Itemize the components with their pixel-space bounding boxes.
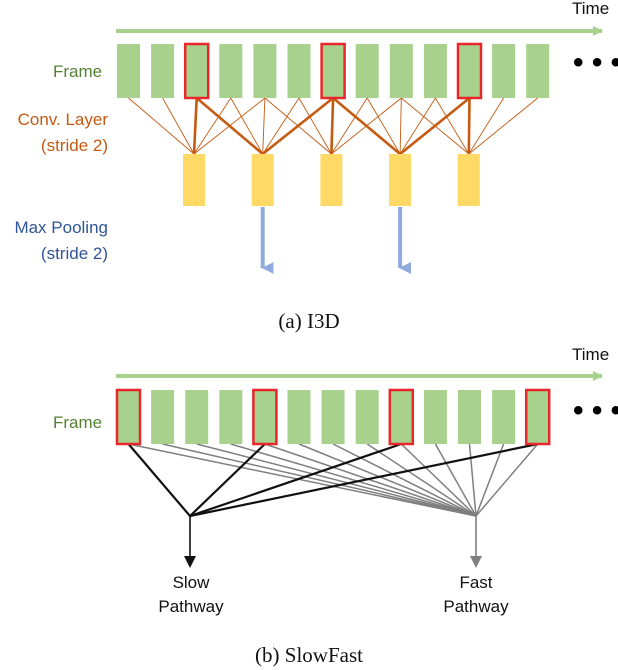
highlighted-frame (252, 388, 278, 446)
fast-pathway-arrowhead (470, 556, 482, 568)
frame (151, 44, 175, 98)
frame (287, 44, 311, 98)
fast-pathway-line (475, 443, 505, 517)
fast-pathway-line (162, 443, 477, 517)
fast-pathway-line (298, 443, 477, 517)
frame (117, 44, 140, 98)
conv-connection-line (162, 97, 195, 155)
fast-pathway-label-2: Pathway (443, 597, 509, 616)
fast-pathway-label: Fast (459, 573, 492, 592)
conv-connection-line (128, 97, 195, 155)
conv-connection-line (399, 97, 436, 155)
frame-row (115, 388, 551, 446)
conv-connection-line (401, 97, 470, 155)
frame (219, 390, 243, 444)
frame-row (117, 42, 550, 100)
highlighted-frame (115, 388, 142, 446)
fast-pathway-line (196, 443, 477, 517)
slow-pathway-line (127, 443, 191, 517)
pooling-arrows (260, 207, 412, 274)
ellipsis: • • • (573, 46, 618, 79)
time-label: Time (572, 0, 609, 18)
highlighted-frame (388, 388, 415, 446)
conv-output-unit (389, 154, 412, 206)
conv-connection-line (193, 97, 232, 155)
frame (355, 390, 379, 444)
caption-slowfast: (b) SlowFast (255, 643, 363, 667)
frame (389, 44, 413, 98)
frame (185, 390, 209, 444)
conv-output-unit (251, 154, 274, 206)
conv-connection-line (331, 97, 368, 155)
frame (321, 390, 345, 444)
conv-connections (128, 96, 538, 156)
frame (151, 390, 175, 444)
conv-output-unit (183, 154, 205, 206)
conv-connection-line (330, 97, 335, 155)
conv-layer-label: Conv. Layer (18, 110, 109, 129)
frame (458, 390, 481, 444)
frame (492, 390, 516, 444)
frame (526, 44, 550, 98)
frame (219, 44, 243, 98)
fast-pathway-line (332, 443, 477, 517)
frame (355, 44, 379, 98)
fast-pathway-line (475, 443, 539, 517)
frame (287, 390, 311, 444)
slow-pathway-arrowhead (184, 556, 196, 568)
conv-stride-label: (stride 2) (41, 136, 108, 155)
conv-connection-line (399, 97, 402, 155)
fast-pathway-line (128, 443, 477, 517)
max-pooling-label: Max Pooling (14, 218, 108, 237)
conv-connection-line (192, 97, 198, 155)
pool-stride-label: (stride 2) (41, 244, 108, 263)
fast-pathway-line (230, 443, 477, 517)
fast-pathway-line (400, 443, 477, 517)
fast-pathway-line (264, 443, 477, 517)
ellipsis: • • • (573, 394, 618, 427)
frame (423, 390, 447, 444)
highlighted-frame (456, 42, 483, 100)
fast-pathway-line (434, 443, 477, 517)
conv-connection-line (332, 97, 401, 155)
conv-connection-line (262, 97, 266, 155)
conv-connection-line (468, 97, 504, 155)
conv-connection-line (230, 97, 264, 155)
frame-label: Frame (53, 413, 102, 432)
fast-pathway-line (468, 443, 477, 517)
fast-pathway-line (366, 443, 477, 517)
slow-pathway-label-2: Pathway (158, 597, 224, 616)
conv-connection-line (262, 97, 300, 155)
highlighted-frame (524, 388, 551, 446)
conv-connection-line (366, 97, 401, 155)
conv-connection-line (468, 97, 538, 155)
conv-connection-line (264, 97, 332, 155)
slow-pathway-line (189, 442, 538, 518)
frame (423, 44, 447, 98)
conv-connection-line (435, 97, 470, 155)
conv-output-unit (320, 154, 343, 206)
conv-connection-line (195, 97, 264, 155)
conv-connection-line (298, 97, 332, 155)
time-label: Time (572, 345, 609, 364)
highlighted-frame (320, 42, 346, 100)
slow-pathway-line (189, 443, 266, 517)
frame (492, 44, 516, 98)
caption-i3d: (a) I3D (278, 309, 339, 333)
slow-pathway-line (189, 442, 402, 518)
conv-connection-line (467, 97, 471, 155)
frame (253, 44, 277, 98)
conv-output-row (183, 154, 480, 206)
panel-slowfast: Time Frame • • • Slow Pathway Fast Pathw… (53, 345, 618, 667)
slow-pathway-label: Slow (173, 573, 211, 592)
pathway-connections (127, 442, 539, 518)
frame-label: Frame (53, 62, 102, 81)
conv-output-unit (457, 154, 480, 206)
panel-i3d: Time Frame Conv. Layer (stride 2) Max Po… (14, 0, 618, 333)
highlighted-frame (183, 42, 210, 100)
